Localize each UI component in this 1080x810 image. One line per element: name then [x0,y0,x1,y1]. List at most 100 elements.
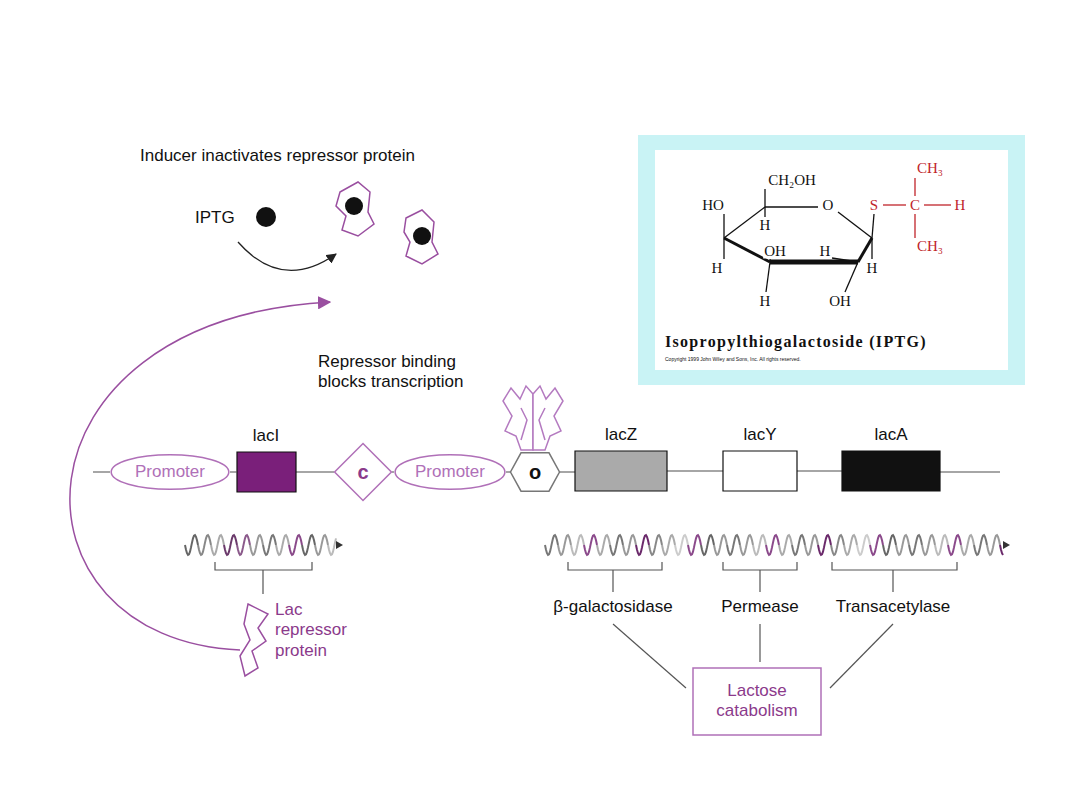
mrna-strand [727,535,740,555]
mrna-strand [636,535,649,555]
text-label: Repressor binding blocks transcription [318,352,493,393]
atom-label: CH₃ [916,239,944,254]
node-outline [842,451,940,491]
dna-segment [506,471,510,473]
repressor-shape [503,386,533,450]
mrna-strand [987,535,1000,555]
bond [871,238,872,259]
repressor-shape [404,210,438,264]
mrna-strand [211,535,224,555]
node-shape [237,452,296,492]
mrna-strand [779,535,792,555]
node-outline [237,452,296,492]
atom-label: CH₃ [916,161,944,176]
dna-segment [230,471,237,473]
node-body: o [510,452,560,492]
repressor-arc [70,302,330,650]
bond [872,214,874,238]
repressor-shape [336,182,374,236]
gene-element: lacZ [575,451,667,491]
bond [845,262,858,292]
gene-name: lacI [253,426,279,446]
bond [766,262,770,292]
bracket [723,562,797,592]
bond [883,204,906,205]
mrna-strand [662,535,675,555]
bracket [832,562,957,592]
bond [723,214,724,238]
atom-label: HO [701,198,725,213]
mrna-strand [558,535,571,555]
mrna-strand [935,535,948,555]
node-label: Promoter [135,462,205,482]
atom-label: OH [763,244,787,259]
mrna-strand [545,535,558,555]
gene-name: lacY [743,425,776,445]
gene-name: lacZ [605,425,637,445]
atom-label: O [822,198,835,213]
gene-element: Promoter [394,454,506,490]
repressor-shape [240,604,268,676]
bond [832,258,858,262]
gene-element: lacA [842,451,940,491]
text-label: β-galactosidase [543,597,683,617]
atom-label: H [759,218,772,233]
node-shape [335,444,392,501]
mrna-strand [584,535,597,555]
leader-line [759,624,760,662]
gene-element: o [510,452,560,492]
atom-label: H [819,244,832,259]
isopropyl-bonds [883,178,951,238]
mrna-strand [701,535,714,555]
atom-label: H [866,261,879,276]
inset-panel [655,150,1008,370]
mrna-strand [571,535,584,555]
mrna-strand [818,535,831,555]
node-shape [693,668,821,735]
node-shape [723,451,797,491]
mrna-arrowhead [336,541,343,549]
node-body [723,451,797,491]
ring-bond [765,206,818,207]
mrna-strand [714,535,727,555]
bond [914,178,915,196]
mrna-strand [909,535,922,555]
mrna-strand [805,535,818,555]
mrna-strand [766,535,779,555]
repressor-detail [521,408,545,440]
text-label: Copyright 1999 John Wiley and Sons, Inc.… [665,356,965,362]
node-label: Lactose catabolism [705,681,809,722]
mrna-strand [185,535,198,555]
iptg-molecule [256,207,276,227]
mrna-strand [974,535,987,555]
bond [914,214,915,238]
mrna-strand [237,535,250,555]
bond [723,238,724,259]
leader-line [613,624,686,688]
mrna-strand [302,535,315,555]
text-label: IPTG [195,208,255,228]
mrna-strand [883,535,896,555]
mrna-strand [328,538,336,555]
bond [764,189,765,207]
atom-label: H [954,198,967,213]
leader-line [830,624,893,688]
node-label: c [357,460,368,484]
mrna-strand [315,535,328,555]
node-shape [575,451,667,491]
atom-label: CH₂OH [767,173,817,188]
dna-segment [667,470,723,472]
text-label: Inducer inactivates repressor protein [140,146,470,166]
node-body: Promoter [394,454,506,490]
gene-element: Lactose catabolism [693,668,821,735]
mrna-strand [675,535,688,555]
atom-label: H [711,261,724,276]
node-shape [395,455,505,490]
node-body [237,452,296,492]
atom-label: C [909,198,921,213]
mrna-strand [844,535,857,555]
mrna-strand [688,535,701,555]
